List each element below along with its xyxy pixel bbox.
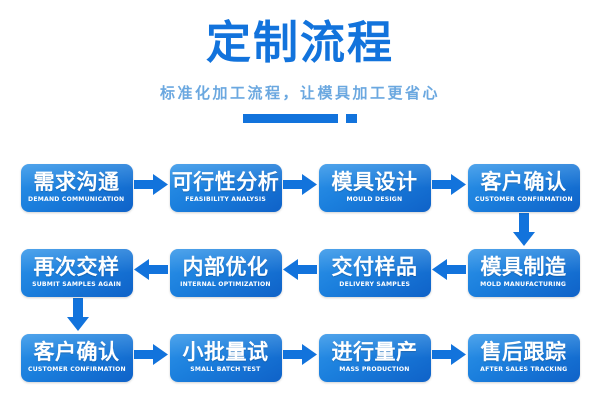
node-title-cn: 内部优化: [182, 255, 269, 279]
node-title-en: FEASIBILITY ANALYSIS: [185, 196, 266, 203]
flow-node-after-sales-tracking[interactable]: 售后跟踪 AFTER SALES TRACKING: [467, 333, 580, 382]
arrow-down-icon: [67, 298, 89, 331]
node-title-cn: 交付样品: [331, 255, 418, 279]
node-title-cn: 需求沟通: [33, 170, 120, 194]
divider-bar: [243, 114, 338, 123]
flow-node-demand-communication[interactable]: 需求沟通 DEMAND COMMUNICATION: [20, 163, 133, 212]
page-subtitle: 标准化加工流程，让模具加工更省心: [159, 84, 440, 102]
node-title-cn: 售后跟踪: [480, 340, 567, 364]
flow-cell: 模具设计 MOULD DESIGN: [300, 160, 466, 215]
flow-cell: 客户确认 CUSTOMER CONFIRMATION: [449, 160, 598, 215]
flow-cell: 再次交样 SUBMIT SAMPLES AGAIN: [2, 245, 151, 300]
node-title-en: SUBMIT SAMPLES AGAIN: [31, 281, 122, 288]
flow-cell: 小批量试 SMALL BATCH TEST: [151, 330, 317, 385]
node-title-en: DEMAND COMMUNICATION: [28, 196, 125, 203]
flow-cell: 内部优化 INTERNAL OPTIMIZATION: [134, 245, 300, 300]
node-title-en: MASS PRODUCTION: [339, 366, 410, 373]
flow-node-mold-manufacturing[interactable]: 模具制造 MOLD MANUFACTURING: [467, 248, 580, 297]
node-title-en: AFTER SALES TRACKING: [479, 366, 568, 373]
node-title-cn: 再次交样: [33, 255, 120, 279]
flow-node-mould-design[interactable]: 模具设计 MOULD DESIGN: [318, 163, 431, 212]
arrow-left-icon: [283, 259, 317, 280]
node-title-en: MOULD DESIGN: [346, 196, 403, 203]
arrow-right-icon: [283, 174, 317, 195]
flow-cell: 需求沟通 DEMAND COMMUNICATION: [2, 160, 168, 215]
node-title-cn: 客户确认: [480, 170, 567, 194]
flow-node-feasibility-analysis[interactable]: 可行性分析 FEASIBILITY ANALYSIS: [169, 163, 282, 212]
flow-cell: 交付样品 DELIVERY SAMPLES: [283, 245, 449, 300]
divider-square: [346, 114, 357, 123]
infographic-canvas: 定制流程 标准化加工流程，让模具加工更省心 需求沟通 DEMAND COMMUN…: [0, 0, 600, 382]
node-title-en: CUSTOMER CONFIRMATION: [27, 366, 126, 373]
flow-node-small-batch-test[interactable]: 小批量试 SMALL BATCH TEST: [169, 333, 282, 382]
flow-row-1: 需求沟通 DEMAND COMMUNICATION 可行性分析 FEASIBIL…: [0, 160, 600, 246]
node-title-en: MOLD MANUFACTURING: [480, 281, 567, 288]
arrow-right-icon: [432, 344, 466, 365]
node-title-cn: 模具设计: [331, 170, 418, 194]
flow-node-internal-optimization[interactable]: 内部优化 INTERNAL OPTIMIZATION: [169, 248, 282, 297]
arrow-left-icon: [134, 259, 168, 280]
arrow-right-icon: [134, 344, 168, 365]
node-title-cn: 进行量产: [331, 340, 418, 364]
node-title-en: DELIVERY SAMPLES: [339, 281, 410, 288]
flow-cell: 客户确认 CUSTOMER CONFIRMATION: [2, 330, 168, 385]
flow-cell: 模具制造 MOLD MANUFACTURING: [432, 245, 598, 300]
page-title: 定制流程: [205, 16, 394, 69]
node-title-cn: 可行性分析: [171, 170, 280, 194]
arrow-down-icon: [513, 213, 535, 246]
flow-node-delivery-samples[interactable]: 交付样品 DELIVERY SAMPLES: [318, 248, 431, 297]
node-title-en: INTERNAL OPTIMIZATION: [180, 281, 271, 288]
flow-node-customer-confirmation-2[interactable]: 客户确认 CUSTOMER CONFIRMATION: [20, 333, 133, 382]
flow-node-customer-confirmation-1[interactable]: 客户确认 CUSTOMER CONFIRMATION: [467, 163, 580, 212]
arrow-right-icon: [432, 174, 466, 195]
flow-cell: 可行性分析 FEASIBILITY ANALYSIS: [151, 160, 317, 215]
header: 定制流程 标准化加工流程，让模具加工更省心: [0, 0, 600, 123]
flow-node-submit-samples-again[interactable]: 再次交样 SUBMIT SAMPLES AGAIN: [20, 248, 133, 297]
flow-row-2: 再次交样 SUBMIT SAMPLES AGAIN 内部优化 INTERNAL …: [0, 245, 600, 331]
flow-cell: 进行量产 MASS PRODUCTION: [300, 330, 466, 385]
flow-cell: 售后跟踪 AFTER SALES TRACKING: [449, 330, 598, 385]
flow-row-3: 客户确认 CUSTOMER CONFIRMATION 小批量试 SMALL BA…: [0, 330, 600, 415]
process-flow: 需求沟通 DEMAND COMMUNICATION 可行性分析 FEASIBIL…: [0, 160, 600, 415]
title-divider: [0, 114, 600, 123]
node-title-cn: 客户确认: [33, 340, 120, 364]
node-title-en: CUSTOMER CONFIRMATION: [474, 196, 573, 203]
arrow-right-icon: [134, 174, 168, 195]
node-title-cn: 模具制造: [480, 255, 567, 279]
node-title-en: SMALL BATCH TEST: [190, 366, 261, 373]
node-title-cn: 小批量试: [182, 340, 269, 364]
arrow-right-icon: [283, 344, 317, 365]
arrow-left-icon: [432, 259, 466, 280]
flow-node-mass-production[interactable]: 进行量产 MASS PRODUCTION: [318, 333, 431, 382]
